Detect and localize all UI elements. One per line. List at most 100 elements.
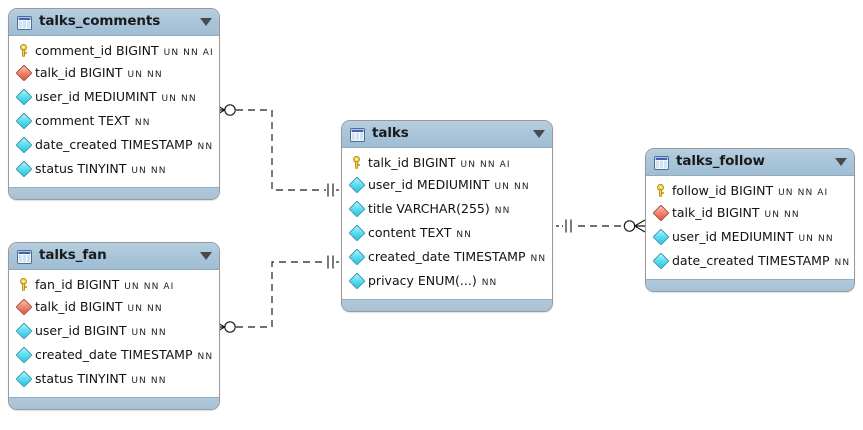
relationship-talks-comments-line [213,103,341,197]
column-icon [15,346,33,364]
column-flags: UN NN AI [778,188,829,198]
column-row[interactable]: comment TEXT NN [9,112,219,136]
table-footer [9,187,219,199]
table-footer [9,397,219,409]
column-name: content TEXT [368,225,452,240]
table-header-talks_fan[interactable]: talks_fan [9,243,219,270]
column-name: follow_id BIGINT [672,183,774,198]
column-name: talk_id BIGINT [35,65,123,80]
column-flags: UN NN [127,70,163,80]
column-icon [652,228,670,246]
column-row[interactable]: follow_id BIGINT UN NN AI [646,180,854,204]
chevron-down-icon[interactable] [533,130,545,138]
column-name: comment TEXT [35,113,130,128]
column-name: user_id MEDIUMINT [368,177,490,192]
chevron-down-icon[interactable] [835,158,847,166]
column-name: date_created TIMESTAMP [672,253,830,268]
column-row[interactable]: date_created TIMESTAMP NN [9,136,219,160]
column-row[interactable]: talk_id BIGINT UN NN [9,64,219,88]
table-header-talks_follow[interactable]: talks_follow [646,149,854,176]
table-icon [654,155,669,170]
column-row[interactable]: talk_id BIGINT UN NN [646,204,854,228]
table-talks_fan[interactable]: talks_fan fan_id BIGINT UN NN AI talk_id BI… [8,242,220,410]
column-row[interactable]: content TEXT NN [342,224,552,248]
key-icon [350,154,363,169]
column-flags: NN [134,118,151,128]
column-icon [15,88,33,106]
column-flags: NN [834,258,851,268]
table-header-talks[interactable]: talks [342,121,552,148]
column-row[interactable]: privacy ENUM(...) NN [342,272,552,296]
column-flags: NN [530,254,547,264]
column-row[interactable]: title VARCHAR(255)NN [342,200,552,224]
table-title: talks_follow [676,153,765,170]
column-flags: NN [456,230,473,240]
column-name: talk_id BIGINT [672,205,760,220]
relationship-talks-fan-line [213,255,341,334]
column-icon [15,160,33,178]
relationship-talks-follow-line [556,219,646,233]
table-title: talks_comments [39,13,161,30]
column-flags: NN [197,142,214,152]
table-footer [342,299,552,311]
column-row[interactable]: user_id MEDIUMINT UN NN [646,228,854,252]
column-icon [348,200,366,218]
table-icon [17,15,32,30]
column-icon [652,252,670,270]
column-flags: UN NN AI [124,282,175,292]
column-row[interactable]: fan_id BIGINT UN NN AI [9,274,219,298]
column-flags: UN NN [764,210,800,220]
column-name: status TINYINT [35,161,127,176]
table-talks[interactable]: talks talk_id BIGINT UN NN AI user_id MEDIU… [341,120,553,312]
key-icon [17,42,30,57]
column-name: privacy ENUM(...) [368,273,477,288]
column-flags: UN NN AI [460,160,511,170]
table-header-talks_comments[interactable]: talks_comments [9,9,219,36]
column-flags: NN [197,352,214,362]
column-name: user_id MEDIUMINT [672,229,794,244]
column-name: title VARCHAR(255) [368,201,490,216]
column-icon [15,136,33,154]
column-row[interactable]: created_date TIMESTAMP NN [342,248,552,272]
column-row[interactable]: date_created TIMESTAMP NN [646,252,854,276]
column-row[interactable]: user_id MEDIUMINT UN NN [342,176,552,200]
foreign-key-icon [15,64,33,82]
column-list: talk_id BIGINT UN NN AI user_id MEDIUMINT U… [342,148,552,299]
key-icon [654,182,667,197]
column-name: fan_id BIGINT [35,277,120,292]
column-icon [348,272,366,290]
column-name: created_date TIMESTAMP [35,347,193,362]
column-flags: UN NN AI [163,48,214,58]
column-icon [15,112,33,130]
column-flags: UN NN [127,304,163,314]
column-row[interactable]: talk_id BIGINT UN NN AI [342,152,552,176]
column-icon [348,248,366,266]
column-icon [15,370,33,388]
column-icon [348,224,366,242]
column-name: date_created TIMESTAMP [35,137,193,152]
column-name: talk_id BIGINT [368,155,456,170]
column-flags: UN NN [161,94,197,104]
column-name: status TINYINT [35,371,127,386]
column-flags: NN [481,278,498,288]
table-talks_follow[interactable]: talks_follow follow_id BIGINT UN NN AI talk… [645,148,855,292]
column-row[interactable]: user_id BIGINT UN NN [9,322,219,346]
column-icon [348,176,366,194]
chevron-down-icon[interactable] [200,18,212,26]
column-flags: UN NN [494,182,530,192]
table-title: talks_fan [39,247,107,264]
column-name: user_id BIGINT [35,323,127,338]
column-flags: UN NN [798,234,834,244]
column-row[interactable]: created_date TIMESTAMP NN [9,346,219,370]
column-flags: UN NN [131,328,167,338]
chevron-down-icon[interactable] [200,252,212,260]
table-icon [350,127,365,142]
column-name: created_date TIMESTAMP [368,249,526,264]
